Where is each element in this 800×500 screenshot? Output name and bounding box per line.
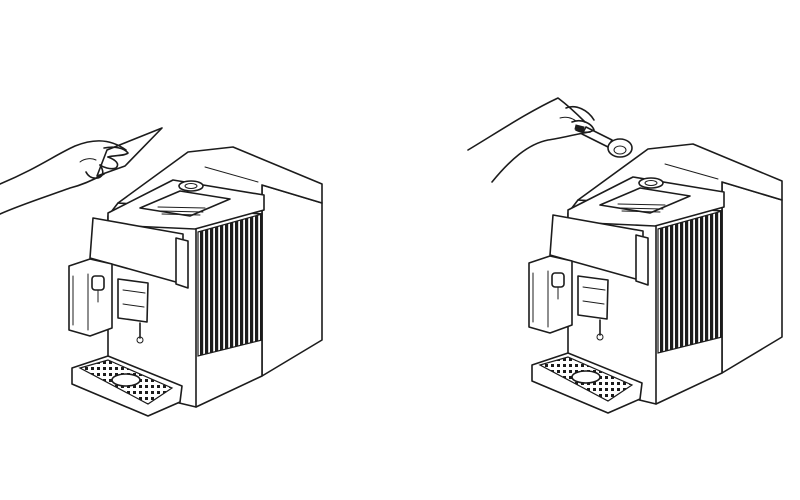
coffee-machine-icon [68, 146, 323, 417]
right-panel [467, 97, 783, 414]
hand-with-measuring-spoon-icon [467, 97, 633, 183]
coffee-machine-icon [528, 143, 783, 414]
hand-with-cleaning-card-icon [0, 127, 163, 215]
left-panel [0, 127, 323, 417]
